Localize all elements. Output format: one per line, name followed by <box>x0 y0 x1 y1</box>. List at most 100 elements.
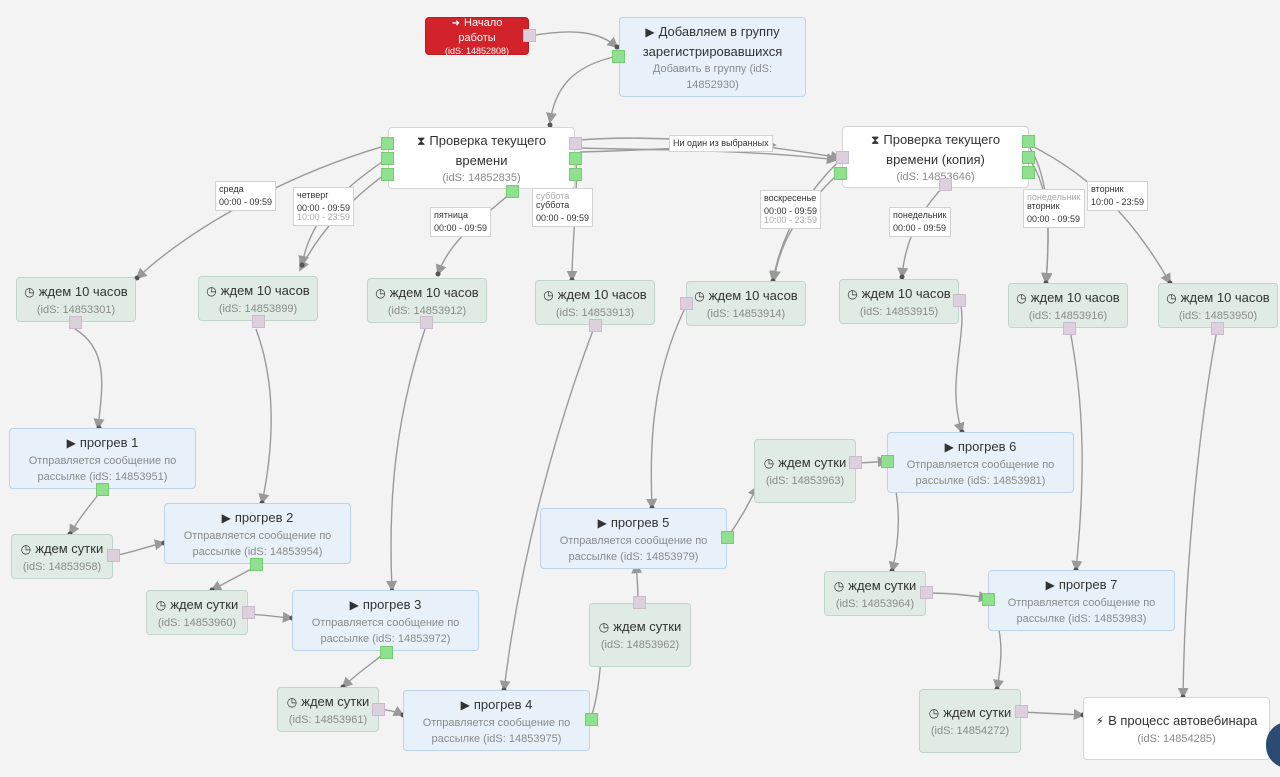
output-port[interactable] <box>1022 166 1035 179</box>
warmup-6-node[interactable]: ▶прогрев 6 Отправляется сообщение по рас… <box>887 432 1074 493</box>
clock-icon: ◷ <box>286 694 298 709</box>
input-port[interactable] <box>680 297 693 310</box>
play-icon: ▶ <box>460 697 470 712</box>
output-port[interactable] <box>585 713 598 726</box>
connection-line <box>386 328 426 592</box>
warmup-5-node[interactable]: ▶прогрев 5 Отправляется сообщение по рас… <box>540 508 727 569</box>
output-port[interactable] <box>1022 135 1035 148</box>
time-check-node[interactable]: ⧗Проверка текущего времени (idS: 1485283… <box>388 127 575 189</box>
output-port[interactable] <box>506 185 519 198</box>
wait-10h-node[interactable]: ◷ждем 10 часов (idS: 14853915) <box>839 279 959 324</box>
warmup-1-node[interactable]: ▶прогрев 1 Отправляется сообщение по рас… <box>9 428 196 489</box>
output-port[interactable] <box>381 152 394 165</box>
time-check-copy-node[interactable]: ⧗Проверка текущего времени (копия) (idS:… <box>842 126 1029 188</box>
condition-label-none-selected: Ни один из выбранных <box>669 135 773 152</box>
output-port[interactable] <box>612 50 625 63</box>
input-port[interactable] <box>523 29 536 42</box>
play-icon: ▶ <box>221 510 231 525</box>
play-icon: ▶ <box>66 435 76 450</box>
clock-icon: ◷ <box>694 288 705 303</box>
warmup-7-node[interactable]: ▶прогрев 7 Отправляется сообщение по рас… <box>988 570 1175 631</box>
input-port[interactable] <box>939 178 952 191</box>
input-port[interactable] <box>849 456 862 469</box>
clock-icon: ◷ <box>543 287 554 302</box>
connection-line <box>74 328 105 430</box>
output-port[interactable] <box>381 168 394 181</box>
wait-day-node[interactable]: ◷ждем сутки (idS: 14853961) <box>277 687 379 732</box>
wait-day-node[interactable]: ◷ждем сутки (idS: 14853958) <box>11 534 113 579</box>
wait-day-node[interactable]: ◷ждем сутки (idS: 14853963) <box>754 439 856 503</box>
clock-icon: ◷ <box>833 578 845 593</box>
connection-line <box>646 305 687 510</box>
output-port[interactable] <box>380 646 393 659</box>
input-port[interactable] <box>107 549 120 562</box>
connection-endpoint <box>547 122 553 128</box>
warmup-2-node[interactable]: ▶прогрев 2 Отправляется сообщение по рас… <box>164 503 351 564</box>
input-port[interactable] <box>69 316 82 329</box>
connection-line <box>953 296 965 434</box>
input-port[interactable] <box>589 319 602 332</box>
output-port[interactable] <box>96 483 109 496</box>
output-port[interactable] <box>834 167 847 180</box>
connection-line <box>925 591 990 603</box>
wait-day-node[interactable]: ◷ждем сутки (idS: 14853964) <box>824 571 926 616</box>
output-port[interactable] <box>569 168 582 181</box>
add-to-group-node[interactable]: ▶Добавляем в группу зарегистрировавшихся… <box>619 17 806 97</box>
output-port[interactable] <box>250 558 263 571</box>
input-port[interactable] <box>953 294 966 307</box>
wait-10h-node[interactable]: ◷ждем 10 часов (idS: 14853912) <box>367 278 487 323</box>
connection-endpoint <box>899 274 905 280</box>
clock-icon: ◷ <box>24 284 35 299</box>
output-port[interactable] <box>569 152 582 165</box>
input-port[interactable] <box>1211 322 1224 335</box>
warmup-4-node[interactable]: ▶прогрев 4 Отправляется сообщение по рас… <box>403 690 590 751</box>
clock-icon: ◷ <box>375 285 386 300</box>
play-icon: ▶ <box>645 24 655 39</box>
output-port[interactable] <box>982 593 995 606</box>
wait-10h-node[interactable]: ◷ждем 10 часов (idS: 14853301) <box>16 277 136 322</box>
input-port[interactable] <box>633 596 646 609</box>
output-port[interactable] <box>381 137 394 150</box>
connection-line <box>1020 709 1085 720</box>
input-port[interactable] <box>1015 705 1028 718</box>
input-port[interactable] <box>836 151 849 164</box>
warmup-3-node[interactable]: ▶прогрев 3 Отправляется сообщение по рас… <box>292 590 479 651</box>
input-port[interactable] <box>242 606 255 619</box>
output-port[interactable] <box>881 455 894 468</box>
hourglass-icon: ⧗ <box>870 132 880 147</box>
wait-10h-node[interactable]: ◷ждем 10 часов (idS: 14853916) <box>1008 283 1128 328</box>
play-icon: ▶ <box>1045 577 1055 592</box>
wait-day-node[interactable]: ◷ждем сутки (idS: 14853960) <box>146 590 248 635</box>
autowebinar-process-node[interactable]: ⚡В процесс автовебинара (idS: 14854285) <box>1083 697 1270 760</box>
wait-day-node[interactable]: ◷ждем сутки (idS: 14854272) <box>919 689 1021 753</box>
wait-day-node[interactable]: ◷ждем сутки (idS: 14853962) <box>589 603 691 667</box>
clock-icon: ◷ <box>1016 290 1027 305</box>
input-port[interactable] <box>420 316 433 329</box>
input-port[interactable] <box>252 315 265 328</box>
input-port[interactable] <box>920 586 933 599</box>
plug-icon: ⚡ <box>1095 713 1105 728</box>
connection-line <box>499 324 596 692</box>
connection-line <box>529 31 619 49</box>
wait-10h-node[interactable]: ◷ждем 10 часов (idS: 14853950) <box>1158 283 1278 328</box>
hourglass-icon: ⧗ <box>416 133 426 148</box>
wait-10h-node[interactable]: ◷ждем 10 часов (idS: 14853913) <box>535 280 655 325</box>
clock-icon: ◷ <box>763 456 775 470</box>
wait-10h-node[interactable]: ◷ждем 10 часов (idS: 14853899) <box>198 276 318 321</box>
output-port[interactable] <box>721 531 734 544</box>
sign-in-icon: ➜ <box>451 17 461 29</box>
input-port[interactable] <box>372 703 385 716</box>
input-port[interactable] <box>569 137 582 150</box>
floating-help-button[interactable] <box>1266 722 1280 768</box>
start-node[interactable]: ➜Начало работы (idS: 14852808) <box>425 17 529 56</box>
input-port[interactable] <box>1063 322 1076 335</box>
output-port[interactable] <box>1022 151 1035 164</box>
wait-10h-node[interactable]: ◷ждем 10 часов (idS: 14853914) <box>686 281 806 326</box>
clock-icon: ◷ <box>928 706 940 720</box>
connection-endpoint <box>435 271 441 277</box>
